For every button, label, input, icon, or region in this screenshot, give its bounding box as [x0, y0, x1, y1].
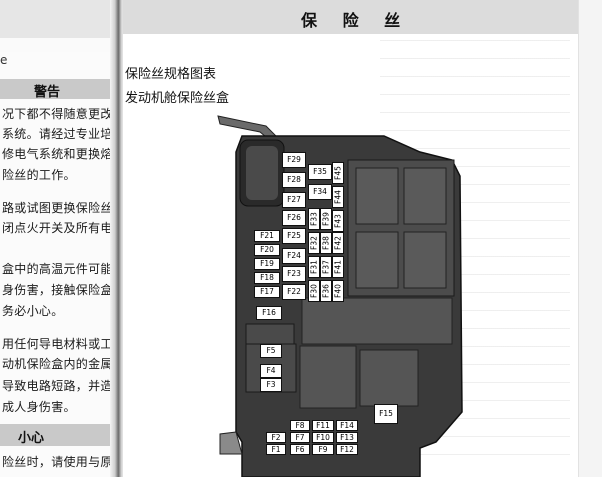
warning-line: 动机保险盒内的金属部	[2, 357, 112, 371]
fuse-F15: F15	[374, 404, 398, 424]
fuse-F7: F7	[290, 432, 310, 443]
fuse-F39: F39	[320, 208, 332, 230]
warning-line: 导致电路短路，并造成	[2, 379, 112, 393]
fuse-F25: F25	[282, 228, 306, 244]
fuse-F3: F3	[260, 378, 282, 392]
warning-line: 盒中的高温元件可能会	[2, 262, 112, 276]
fuse-F1: F1	[266, 444, 286, 455]
fuse-F41: F41	[332, 256, 344, 278]
left-page: e 警告 况下都不得随意更改保 系统。请经过专业培训 修电气系统和更换熔丝 险丝…	[0, 0, 112, 477]
warning-line: 系统。请经过专业培训	[2, 127, 112, 141]
fuse-F16: F16	[256, 306, 282, 320]
fuse-F38: F38	[320, 232, 332, 254]
fuse-F8: F8	[290, 420, 310, 431]
page-edge	[578, 0, 602, 477]
fuse-F33: F33	[308, 208, 320, 230]
warning-line: 闭点火开关及所有电气	[2, 221, 112, 235]
fuse-F14: F14	[336, 420, 358, 431]
fuse-F29: F29	[282, 152, 306, 168]
fuse-box-outline	[217, 115, 463, 478]
caution-title: 小心	[18, 431, 45, 446]
fuse-F13: F13	[336, 432, 358, 443]
fuse-F43: F43	[332, 210, 344, 232]
fuse-F18: F18	[254, 272, 280, 284]
book-spine	[110, 0, 124, 477]
warning-line: 路或试图更换保险丝	[2, 201, 112, 215]
left-header-band	[0, 0, 112, 38]
fuse-F24: F24	[282, 248, 306, 264]
warning-title: 警告	[34, 85, 61, 100]
fuse-F22: F22	[282, 284, 306, 300]
fuse-F45: F45	[332, 162, 344, 184]
fuse-F5: F5	[260, 344, 282, 358]
fuse-F35: F35	[308, 164, 332, 180]
fuse-F6: F6	[290, 444, 310, 455]
page-header-band	[123, 0, 578, 34]
fuse-F17: F17	[254, 286, 280, 298]
fuse-F26: F26	[282, 210, 306, 226]
fuse-F19: F19	[254, 258, 280, 270]
fuse-box-diagram: F21 F20 F19 F18 F17 F16 F29 F28 F27 F26 …	[206, 112, 468, 478]
section-subtitle: 保险丝规格图表	[125, 67, 217, 82]
warning-line: 成人身伤害。	[2, 400, 76, 414]
fuse-F34: F34	[308, 184, 332, 200]
section-heading: 发动机舱保险丝盒	[125, 91, 230, 106]
fuse-F37: F37	[320, 256, 332, 278]
warning-header-band	[0, 79, 112, 99]
warning-line: 险丝的工作。	[2, 168, 76, 182]
fuse-F4: F4	[260, 364, 282, 378]
fuse-F20: F20	[254, 244, 280, 256]
fuse-F9: F9	[312, 444, 334, 455]
fuse-F42: F42	[332, 232, 344, 254]
fuse-F27: F27	[282, 192, 306, 208]
warning-line: 况下都不得随意更改保	[2, 107, 112, 121]
warning-line: 身伤害，接触保险盒时	[2, 283, 112, 297]
fuse-F31: F31	[308, 256, 320, 278]
caution-line: 险丝时，请使用与原来	[2, 455, 112, 469]
caution-header-band	[0, 424, 112, 446]
fuse-F30: F30	[308, 280, 320, 302]
fuse-F12: F12	[336, 444, 358, 455]
fuse-F11: F11	[312, 420, 334, 431]
fuse-F40: F40	[332, 280, 344, 302]
fuse-F23: F23	[282, 266, 306, 282]
left-strip	[0, 38, 112, 52]
fragment-mark: e	[0, 53, 8, 67]
fuse-F10: F10	[312, 432, 334, 443]
warning-line: 用任何导电材料或工具	[2, 337, 112, 351]
page-title: 保 险 丝	[301, 11, 411, 30]
fuse-F36: F36	[320, 280, 332, 302]
fuse-F21: F21	[254, 230, 280, 242]
fuse-F2: F2	[266, 432, 286, 443]
fuse-F28: F28	[282, 172, 306, 188]
fuse-F44: F44	[332, 186, 344, 208]
fuse-F32: F32	[308, 232, 320, 254]
warning-line: 务必小心。	[2, 304, 64, 318]
warning-line: 修电气系统和更换熔丝	[2, 147, 112, 161]
